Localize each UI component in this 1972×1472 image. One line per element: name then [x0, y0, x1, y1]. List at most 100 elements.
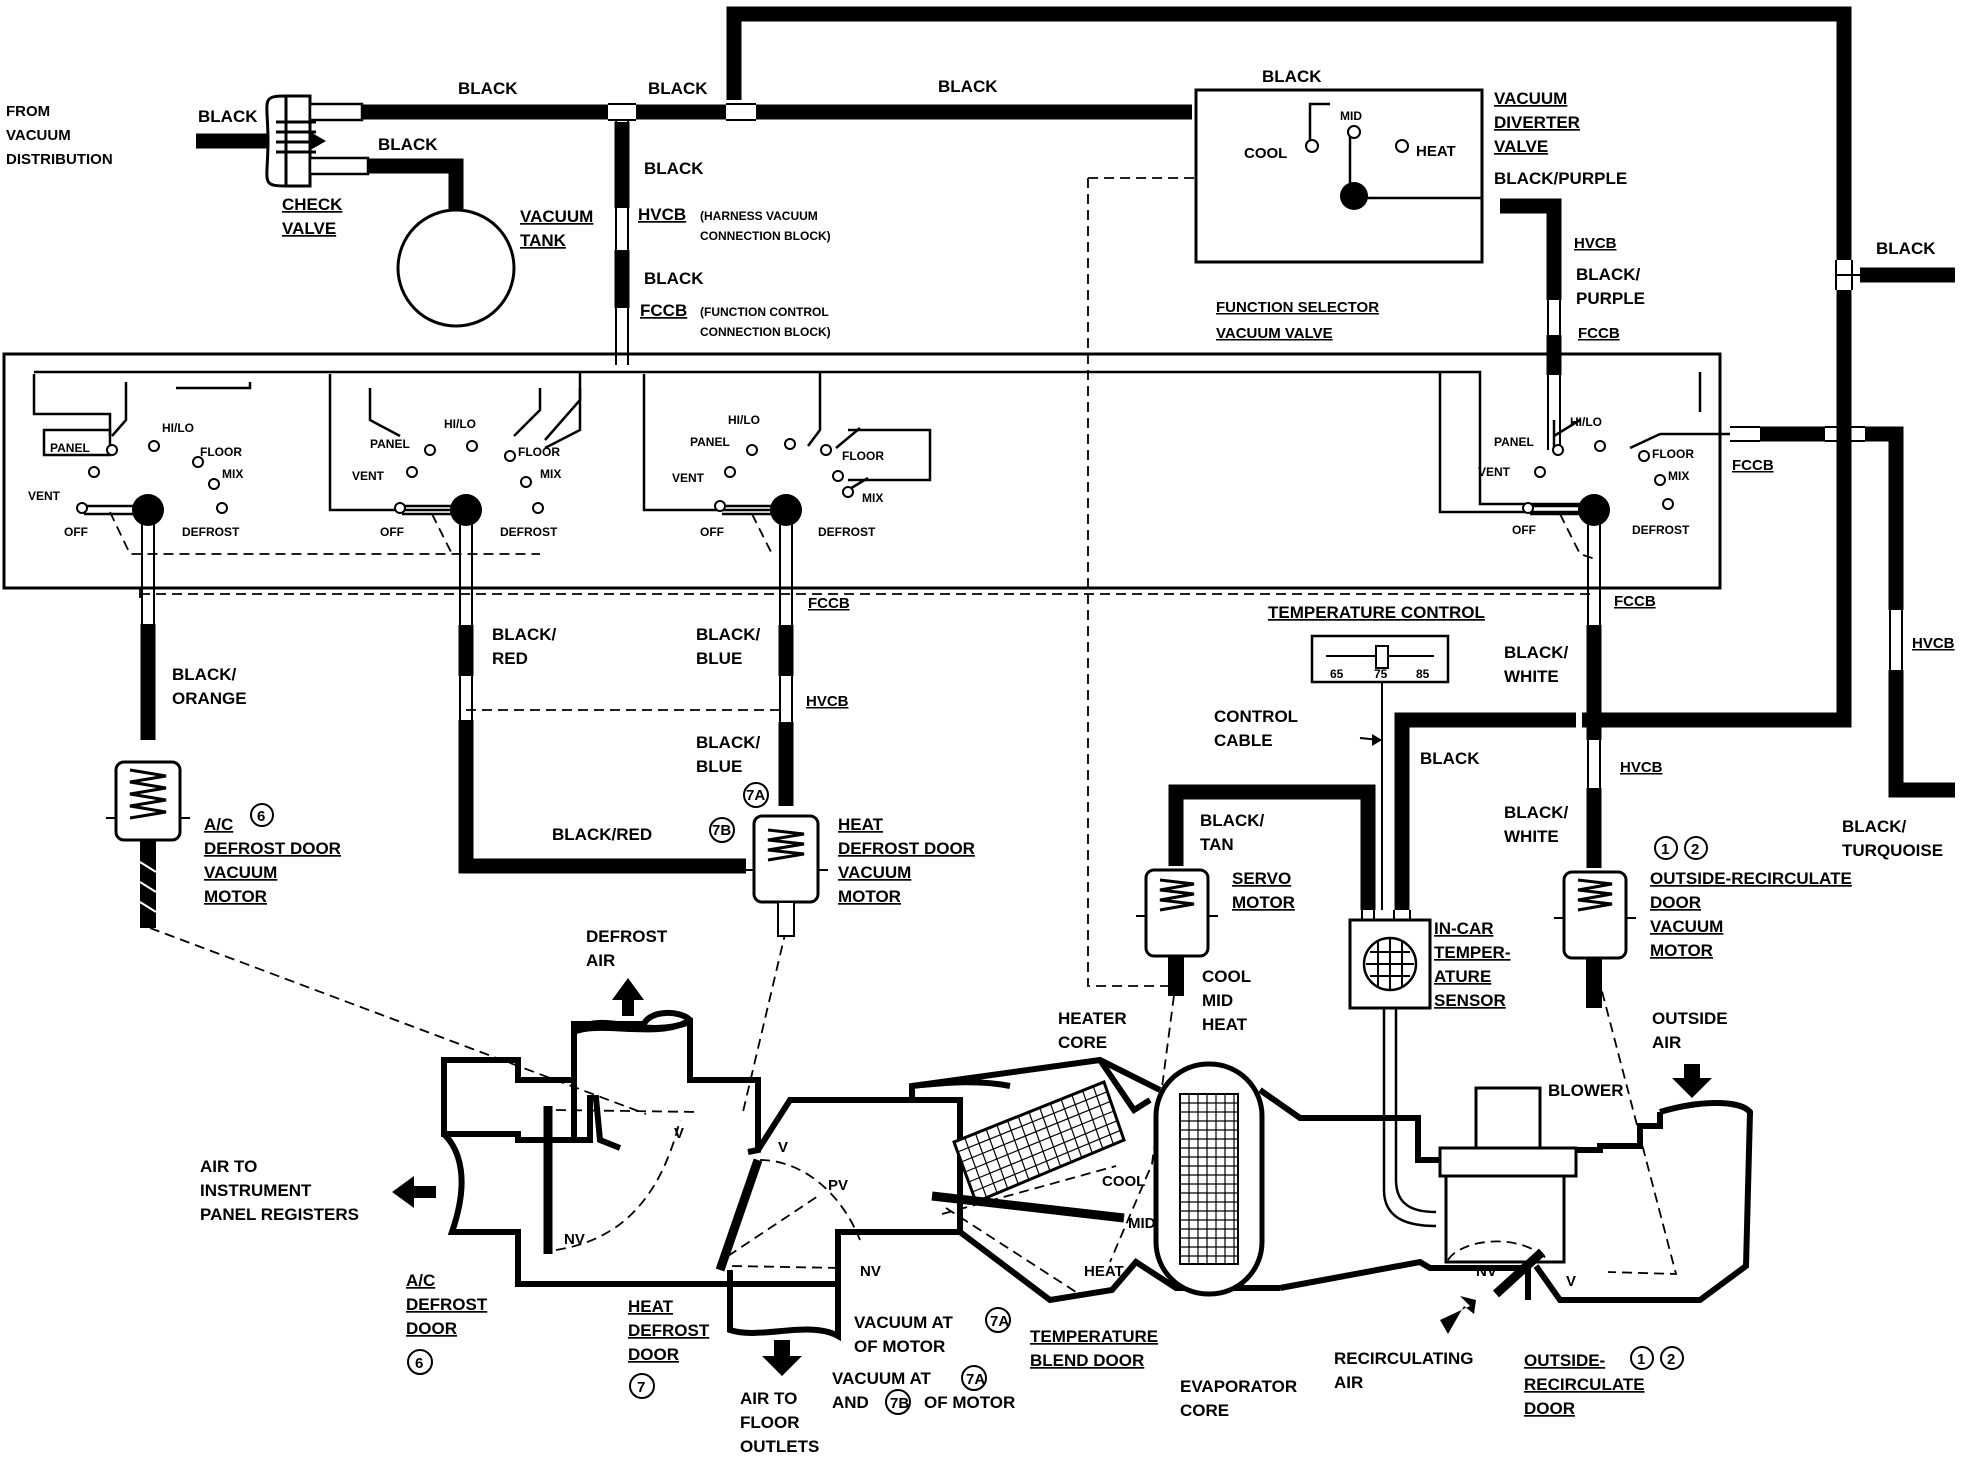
dial-3-off: OFF [700, 525, 724, 539]
selector-manifold [32, 370, 1730, 514]
fccb-desc-1: (FUNCTION CONTROL [700, 305, 829, 319]
ac-motor-title: A/C [204, 815, 233, 834]
floor-air-arrow [762, 1340, 802, 1376]
dial-3-mix: MIX [862, 491, 883, 505]
black-riser-1: BLACK [644, 159, 704, 178]
vacuum-7a-1: VACUUM AT [854, 1313, 953, 1332]
panel-air-arrow [392, 1176, 436, 1208]
recirc-air-arrow [1440, 1296, 1476, 1334]
air-panel-2: INSTRUMENT [200, 1181, 312, 1200]
motor-port-7a: 7A [746, 787, 765, 804]
selector-dial-4 [1522, 440, 1674, 561]
blend-cool: COOL [1102, 1173, 1145, 1190]
dial-1-panel: PANEL [50, 441, 90, 455]
selector-dial-2 [394, 440, 544, 555]
red-1: BLACK/ [492, 625, 556, 644]
diverter-cool: COOL [1244, 145, 1287, 162]
core-grid-line [975, 1139, 1125, 1203]
outside-air-1: OUTSIDE [1652, 1009, 1728, 1028]
defrost-air-1: DEFROST [586, 927, 668, 946]
sensor-hose [1394, 712, 1576, 910]
hvcb-right: HVCB [1912, 635, 1955, 652]
fccb-right: FCCB [1732, 457, 1774, 474]
door-pv: PV [828, 1177, 848, 1194]
outside-air-2: AIR [1652, 1033, 1681, 1052]
dial-4-panel: PANEL [1494, 435, 1534, 449]
hvcb-c3: HVCB [806, 693, 849, 710]
air-panel-1: AIR TO [200, 1157, 257, 1176]
cable-1: CONTROL [1214, 707, 1298, 726]
dial-1-vent: VENT [28, 489, 61, 503]
core-grid-line [968, 1120, 1118, 1183]
or-num-2: 2 [1691, 841, 1699, 858]
sensor-1: IN-CAR [1434, 919, 1494, 938]
black-diverter-label: BLACK [1262, 67, 1322, 86]
heat-door-num: 7 [637, 1379, 645, 1396]
servo-mid: MID [1202, 991, 1233, 1010]
inlet-label: BLACK [198, 107, 258, 126]
outside-recirculate-vacuum-motor [1554, 870, 1636, 1008]
diverter-title-1: VACUUM [1494, 89, 1567, 108]
ac-motor-line-2: VACUUM [204, 863, 277, 882]
hvcb-c4: HVCB [1620, 759, 1663, 776]
tan-1: BLACK/ [1200, 811, 1264, 830]
door-v-2: V [778, 1139, 788, 1156]
recirc-door-3: DOOR [1524, 1399, 1575, 1418]
tank-hose [368, 158, 464, 212]
fccb-c4: FCCB [1614, 593, 1656, 610]
dial-4-floor: FLOOR [1652, 447, 1694, 461]
dial-4-mix: MIX [1668, 469, 1689, 483]
dial-2-panel: PANEL [370, 437, 410, 451]
sensor-4: SENSOR [1434, 991, 1506, 1010]
evap-1: EVAPORATOR [1180, 1377, 1297, 1396]
white-4: WHITE [1504, 827, 1559, 846]
servo-1: SERVO [1232, 869, 1291, 888]
check-valve-2: VALVE [282, 219, 336, 238]
diverter-heat: HEAT [1416, 143, 1456, 160]
dial-2-hilo: HI/LO [444, 417, 476, 431]
air-floor-2: FLOOR [740, 1413, 800, 1432]
white-1: BLACK/ [1504, 643, 1568, 662]
red-2: RED [492, 649, 528, 668]
labels: FROM VACUUM DISTRIBUTION BLACK CHECK VAL… [6, 67, 1955, 1456]
black-label-1: BLACK [458, 79, 518, 98]
black-red: BLACK/RED [552, 825, 652, 844]
recirc-air-1: RECIRCULATING [1334, 1349, 1473, 1368]
selector-title-2: VACUUM VALVE [1216, 325, 1333, 342]
check-valve-1: CHECK [282, 195, 343, 214]
blend-door-1: TEMPERATURE [1030, 1327, 1158, 1346]
blue-1: BLACK/ [696, 625, 760, 644]
air-floor-1: AIR TO [740, 1389, 797, 1408]
in-car-temperature-sensor [1348, 918, 1437, 1228]
dial-2-vent: VENT [352, 469, 385, 483]
recirc-nv: NV [1476, 1263, 1497, 1280]
white-2: WHITE [1504, 667, 1559, 686]
dial-1-hilo: HI/LO [162, 421, 194, 435]
door-nv-2: NV [860, 1263, 881, 1280]
recirc-door-num-1: 1 [1637, 1351, 1645, 1368]
diverter-mid: MID [1340, 109, 1362, 123]
black-turquoise-1: BLACK/ [1842, 817, 1906, 836]
red-hose-2 [458, 720, 746, 874]
tan-2: TAN [1200, 835, 1234, 854]
or-num-1: 1 [1661, 841, 1669, 858]
air-floor-3: OUTLETS [740, 1437, 819, 1456]
blue-3: BLACK/ [696, 733, 760, 752]
dial-2-mix: MIX [540, 467, 561, 481]
ac-door-2: DEFROST [406, 1295, 488, 1314]
vacuum-tank-2: TANK [520, 231, 567, 250]
blue-2: BLUE [696, 649, 742, 668]
heater-core-1: HEATER [1058, 1009, 1127, 1028]
door-v: V [674, 1125, 684, 1142]
black-riser-2: BLACK [644, 269, 704, 288]
core-grid-line [972, 1129, 1121, 1193]
hvcb-desc-1: (HARNESS VACUUM [700, 209, 818, 223]
core-grid-line [961, 1100, 1111, 1163]
air-distribution-box [441, 1010, 1754, 1342]
vacuum-tank-1: VACUUM [520, 207, 593, 226]
dial-2-floor: FLOOR [518, 445, 560, 459]
tick-75: 75 [1374, 667, 1388, 681]
vac-num-7b: 7B [890, 1395, 909, 1412]
diverter-valve-box [1194, 88, 1484, 264]
air-panel-3: PANEL REGISTERS [200, 1205, 359, 1224]
